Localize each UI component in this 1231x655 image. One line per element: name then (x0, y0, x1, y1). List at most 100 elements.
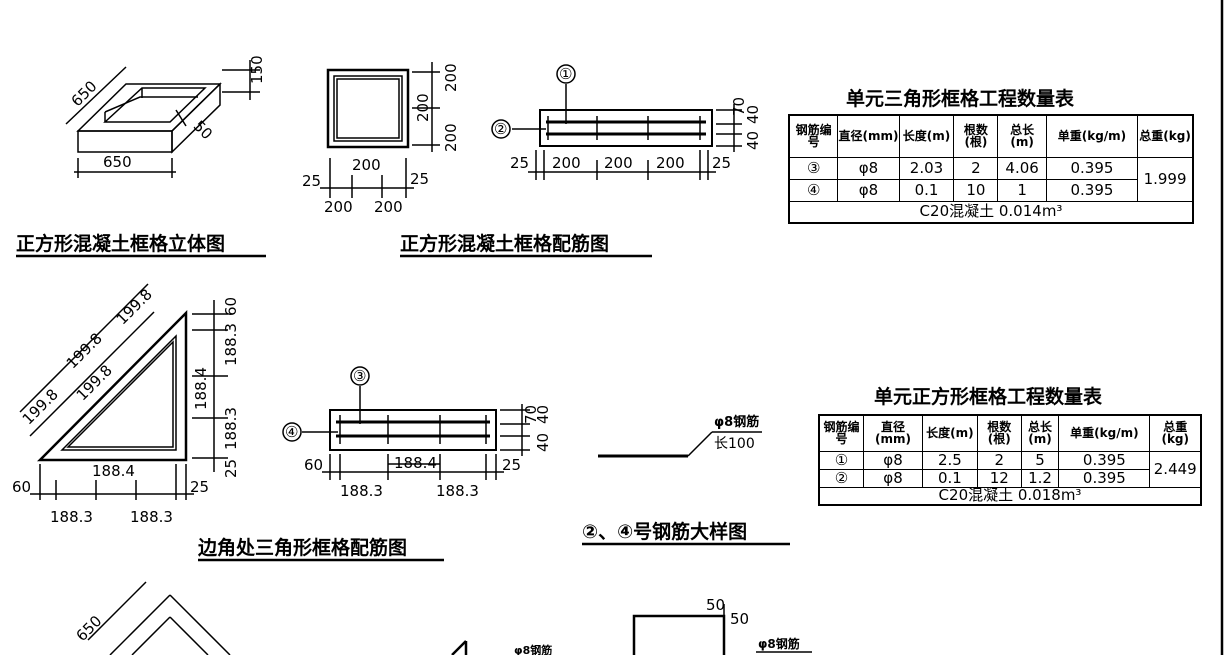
cell: 0.395 (1045, 178, 1139, 202)
tribar-dim-188-3-a: 188.3 (340, 482, 383, 500)
cell: 4.06 (997, 156, 1047, 180)
header-cell: 钢筋编号 (818, 414, 865, 452)
table-triangle: 钢筋编号 直径(mm) 长度(m) 根数(根) 总长(m) 单重(kg/m) 总… (788, 114, 1194, 224)
cell: 1 (997, 178, 1047, 202)
header-cell: 单重(kg/m) (1045, 114, 1139, 158)
header-cell: 总重(kg) (1137, 114, 1194, 158)
cell: 12 (976, 468, 1022, 488)
tribar-dim-70: 70 (522, 405, 540, 424)
callout-1-label: ① (559, 65, 572, 83)
plan-dim-200-b: 200 (414, 93, 432, 122)
header-cell: 总长(m) (1020, 414, 1060, 452)
tri-dim-188-4-bottom: 188.4 (92, 462, 135, 480)
header-cell: 长度(m) (898, 114, 955, 158)
plan-dim-200-a: 200 (442, 63, 460, 92)
tribar-dim-25: 25 (502, 456, 521, 474)
bar-dim-25-b: 25 (712, 154, 731, 172)
header-cell: 长度(m) (922, 414, 978, 452)
dim-150: 150 (248, 55, 266, 84)
total-weight-cell: 1.999 (1137, 156, 1194, 202)
plan-dim-200-top: 200 (352, 156, 381, 174)
table-header-row: 钢筋编号 直径(mm) 长度(m) 根数(根) 总长(m) 单重(kg/m) 总… (818, 414, 1202, 452)
tribar-dim-188-3-b: 188.3 (436, 482, 479, 500)
cell: 1.2 (1020, 468, 1060, 488)
cell: φ8 (837, 156, 900, 180)
header-cell: 总长(m) (997, 114, 1047, 158)
callout-2 (491, 119, 511, 139)
table-square-title: 单元正方形框格工程数量表 (874, 386, 1103, 408)
bar-dim-200-a: 200 (552, 154, 581, 172)
table-row: ④ φ8 0.1 10 1 0.395 (788, 178, 1193, 202)
plan-dim-25-b: 25 (410, 170, 429, 188)
bar-detail-label-2: 长100 (714, 436, 755, 452)
callout-1 (556, 64, 576, 84)
tri-dim-188-3-a: 188.3 (222, 323, 240, 366)
header-cell: 根数(根) (953, 114, 999, 158)
bar-dim-40-a: 40 (744, 131, 762, 150)
header-cell: 直径(mm) (863, 414, 924, 452)
total-weight-cell: 2.449 (1149, 450, 1202, 488)
table-triangle-title: 单元三角形框格工程数量表 (846, 88, 1075, 110)
concrete-volume-cell: C20混凝土 0.014m³ (788, 200, 1194, 224)
tribar-dim-60: 60 (304, 456, 323, 474)
cell: φ8 (837, 178, 900, 202)
cell: 0.395 (1058, 468, 1151, 488)
dim-650-top: 650 (68, 77, 101, 110)
cell: φ8 (863, 450, 924, 470)
tri-dim-60-left: 60 (12, 478, 31, 496)
callout-4 (282, 422, 302, 442)
bottom-dim-50-a: 50 (706, 596, 725, 614)
cell: ② (818, 468, 865, 488)
bottom-label-a: φ8钢筋 (514, 643, 552, 655)
cell: 2.03 (898, 156, 955, 180)
tri-dim-188-3-br: 188.3 (130, 508, 173, 526)
caption-triangle-rebar: 边角处三角形框格配筋图 (197, 536, 407, 559)
bottom-dim-650: 650 (72, 612, 105, 645)
cell: φ8 (863, 468, 924, 488)
header-cell: 钢筋编号 (788, 114, 839, 158)
cell: ③ (788, 156, 839, 180)
concrete-volume-cell: C20混凝土 0.018m³ (818, 486, 1202, 506)
tribar-dim-40-a: 40 (534, 433, 552, 452)
tri-dim-199-8-c: 199.8 (113, 285, 156, 328)
cell: 2 (976, 450, 1022, 470)
tri-dim-25-bottom: 25 (190, 478, 209, 496)
tribar-dim-40-b: 40 (534, 405, 552, 424)
cell: 5 (1020, 450, 1060, 470)
tri-dim-188-4: 188.4 (192, 367, 210, 410)
bottom-dim-50-b: 50 (730, 610, 749, 628)
dim-50: 50 (190, 117, 216, 143)
square-bar-elevation (512, 84, 742, 180)
bar-dim-200-c: 200 (656, 154, 685, 172)
header-cell: 根数(根) (976, 414, 1022, 452)
square-3d-frame (65, 60, 260, 178)
bar-dim-25-a: 25 (510, 154, 529, 172)
triangle-frame (19, 283, 228, 500)
header-cell: 直径(mm) (837, 114, 900, 158)
cell: 0.1 (922, 468, 978, 488)
tri-dim-188-3-b: 188.3 (222, 407, 240, 450)
cell: 2 (953, 156, 999, 180)
callout-4-label: ④ (285, 423, 298, 441)
plan-dim-200-br: 200 (374, 198, 403, 216)
bar-dim-200-b: 200 (604, 154, 633, 172)
cell: ④ (788, 178, 839, 202)
dim-650-bottom: 650 (103, 153, 132, 171)
table-header-row: 钢筋编号 直径(mm) 长度(m) 根数(根) 总长(m) 单重(kg/m) 总… (788, 114, 1194, 158)
cell: ① (818, 450, 865, 470)
plan-dim-200-c: 200 (442, 123, 460, 152)
cell: 2.5 (922, 450, 978, 470)
table-row: ③ φ8 2.03 2 4.06 0.395 1.999 (788, 156, 1194, 202)
tribar-dim-188-4: 188.4 (394, 454, 437, 472)
caption-square-rebar: 正方形混凝土框格配筋图 (400, 232, 609, 255)
callout-2-label: ② (494, 120, 507, 138)
tri-dim-25: 25 (222, 459, 240, 478)
bottom-partial-drawings (87, 581, 812, 655)
square-plan (320, 62, 440, 198)
callout-3 (350, 366, 370, 386)
cell: 10 (953, 178, 999, 202)
bar-dim-40-b: 40 (744, 105, 762, 124)
cell: 0.1 (898, 178, 955, 202)
cell: 0.395 (1045, 156, 1139, 180)
